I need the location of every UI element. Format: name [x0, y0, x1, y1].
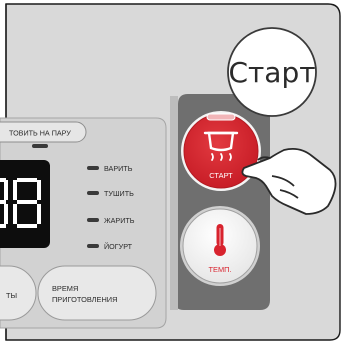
svg-text:ЙОГУРТ: ЙОГУРТ — [104, 242, 133, 251]
start-indicator-led — [207, 114, 235, 120]
svg-text:ВАРИТЬ: ВАРИТЬ — [104, 164, 133, 173]
steam-button[interactable]: ТОВИТЬ НА ПАРУ — [0, 122, 86, 142]
steam-button-label: ТОВИТЬ НА ПАРУ — [9, 129, 71, 138]
cooking-time-button[interactable]: ВРЕМЯ ПРИГОТОВЛЕНИЯ — [38, 266, 156, 320]
start-button[interactable]: СТАРТ — [181, 111, 261, 191]
svg-text:ПРИГОТОВЛЕНИЯ: ПРИГОТОВЛЕНИЯ — [52, 295, 117, 304]
callout-text: Старт — [228, 56, 315, 89]
temperature-button[interactable]: ТЕМП. — [180, 206, 260, 286]
temperature-button-label: ТЕМП. — [209, 265, 232, 274]
svg-text:ВРЕМЯ: ВРЕМЯ — [52, 284, 78, 293]
svg-text:ТУШИТЬ: ТУШИТЬ — [104, 189, 134, 198]
steam-indicator-led — [32, 144, 48, 148]
start-button-label: СТАРТ — [209, 171, 233, 180]
svg-text:ТЫ: ТЫ — [6, 291, 17, 300]
svg-text:ЖАРИТЬ: ЖАРИТЬ — [104, 216, 135, 225]
start-callout-bubble: Старт — [228, 28, 316, 116]
